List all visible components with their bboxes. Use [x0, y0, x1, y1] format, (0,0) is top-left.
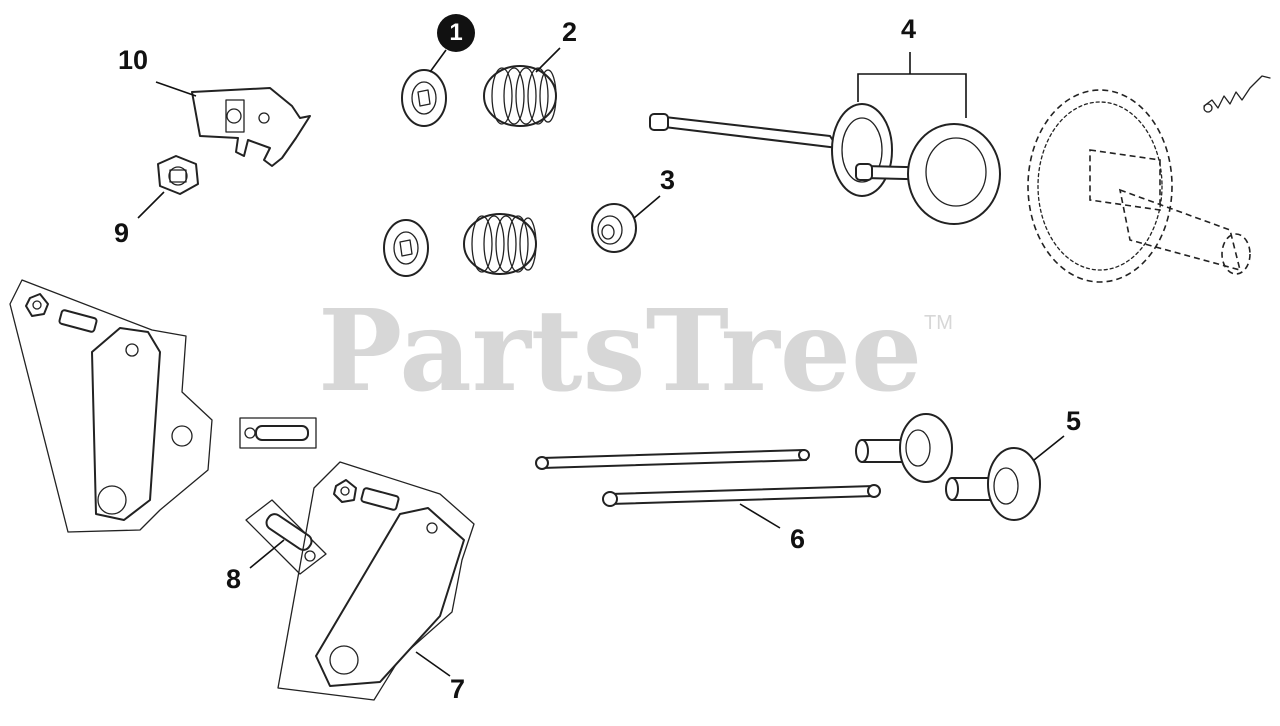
part-8-pin[interactable]: [245, 499, 327, 575]
callout-9[interactable]: 9: [114, 218, 130, 248]
part-4-bracket-line: [857, 73, 967, 118]
part-7-rocker-arm[interactable]: [277, 461, 475, 701]
camshaft-gear: [1027, 89, 1251, 283]
part-1-rotator-lower[interactable]: [383, 219, 429, 277]
part-6-leader: [739, 503, 781, 529]
part-9-nut[interactable]: [157, 155, 199, 195]
part-7-leader: [415, 651, 451, 677]
part-1-leader: [429, 49, 447, 73]
part-1-rotator-upper[interactable]: [401, 69, 447, 127]
part-5-tappet-upper[interactable]: [855, 413, 953, 483]
watermark-brand: PartsTree: [318, 286, 923, 417]
callout-3[interactable]: 3: [660, 165, 676, 195]
callout-7[interactable]: 7: [450, 674, 466, 704]
part-3-seal[interactable]: [591, 203, 637, 253]
part-4-valve-intake[interactable]: [855, 123, 1001, 225]
part-6-pushrod-upper[interactable]: [535, 449, 810, 470]
part-8-leader: [249, 539, 285, 569]
rocker-pin-box[interactable]: [239, 417, 317, 449]
part-5-tappet-lower[interactable]: [945, 447, 1041, 521]
rocker-arm-upper[interactable]: [9, 279, 213, 533]
callout-4[interactable]: 4: [901, 14, 917, 44]
part-2-leader: [535, 47, 561, 73]
part-2-spring-lower[interactable]: [463, 213, 537, 275]
part-4-valve-exhaust[interactable]: [649, 103, 893, 197]
part-10-bracket[interactable]: [191, 87, 311, 167]
governor-spring: [1203, 75, 1271, 113]
callout-6[interactable]: 6: [790, 524, 806, 554]
callout-1[interactable]: 1: [437, 14, 475, 52]
callout-10[interactable]: 10: [118, 45, 149, 75]
part-2-spring-upper[interactable]: [483, 65, 557, 127]
callout-5[interactable]: 5: [1066, 406, 1082, 436]
part-3-leader: [633, 195, 661, 219]
part-9-leader: [137, 191, 165, 219]
part-6-pushrod-lower[interactable]: [602, 484, 881, 507]
watermark-trademark: TM: [924, 312, 953, 334]
part-5-leader: [1033, 435, 1065, 461]
callout-8[interactable]: 8: [226, 564, 242, 594]
part-10-leader: [155, 81, 197, 97]
callout-2[interactable]: 2: [562, 17, 578, 47]
